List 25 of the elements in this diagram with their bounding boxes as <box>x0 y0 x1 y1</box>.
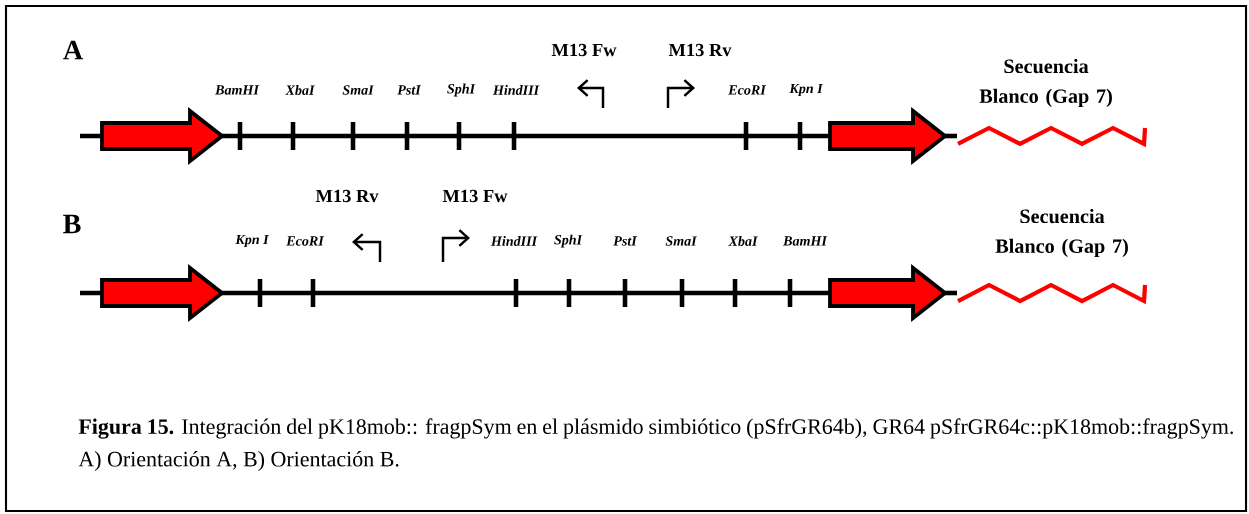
enzyme-label: PstI <box>397 85 422 95</box>
enzyme-label: XbaI <box>728 236 758 246</box>
enzyme-label: HindIII <box>492 85 540 95</box>
enzyme-label: EcoRI <box>728 85 767 95</box>
primer-label: M13 Fw <box>442 189 508 203</box>
enzyme-label: SmaI <box>665 236 698 246</box>
primer-label: M13 Rv <box>315 189 379 203</box>
target-sequence-label: Secuencia Blanco (Gap 7) <box>995 208 1128 258</box>
enzyme-label: BamHI <box>783 236 828 246</box>
enzyme-label: HindIII <box>490 236 538 246</box>
enzyme-label: Kpn I <box>789 83 823 97</box>
primer-label: M13 Fw <box>551 43 617 57</box>
enzyme-label: PstI <box>613 236 638 246</box>
enzyme-label: BamHI <box>215 85 260 95</box>
primer-label: M13 Rv <box>668 43 732 57</box>
panel-letter: B <box>63 214 81 234</box>
figure-caption: Figura 15. Integración del pK18mob:: fragpSym en el plásmido simbiótico (pSfrGR64b), GR64 pSfrGR64c::pK18mob::fragpSym. A) Orientación A, B) Orientación B. <box>78 418 1233 471</box>
enzyme-label: XbaI <box>285 85 315 95</box>
panel-letter: A <box>63 40 83 60</box>
enzyme-label: SphI <box>554 234 583 248</box>
target-sequence-label: Secuencia Blanco (Gap 7) <box>979 58 1112 108</box>
enzyme-label: SmaI <box>342 85 375 95</box>
enzyme-label: EcoRI <box>286 236 325 246</box>
enzyme-label: SphI <box>447 83 476 97</box>
enzyme-label: Kpn I <box>235 234 269 248</box>
